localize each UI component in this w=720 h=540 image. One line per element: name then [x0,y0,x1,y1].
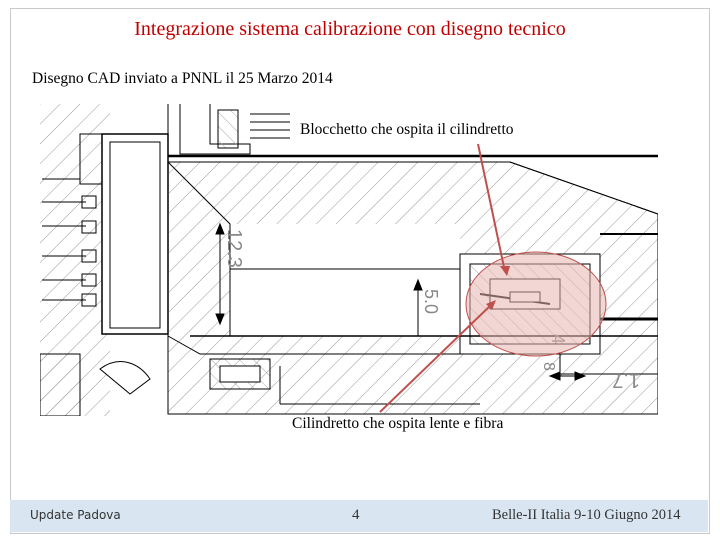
footer-bar [10,500,708,532]
lower-assembly [40,335,658,416]
arrow-top [477,143,506,273]
slide-frame [10,8,710,534]
dimension-d4: 1.7 [612,369,640,391]
slide-subtitle: Disegno CAD inviato a PNNL il 25 Marzo 2… [32,70,333,87]
highlight-ellipse [465,251,607,357]
cad-drawing: 12.3 5.0 4 1.7 8 [40,104,658,416]
dimension-d2: 5.0 [421,289,441,314]
annotation-cylinder-label: Cilindretto che ospita lente e fibra [292,415,504,432]
annotation-block-label: Blocchetto che ospita il cilindretto [298,121,516,139]
left-housing [101,133,169,335]
footer-left-text: Update Padova [30,508,121,522]
top-structures [167,104,658,158]
dimension-d5: 8 [540,362,557,371]
dimension-d1: 12.3 [223,229,245,268]
slide-title: Integrazione sistema calibrazione con di… [134,18,566,40]
dimension-lines [215,222,587,381]
arrow-bottom [379,303,493,413]
footer-right-text: Belle-II Italia 9-10 Giugno 2014 [492,507,681,523]
left-connectors [42,178,97,307]
page-number: 4 [352,507,360,523]
